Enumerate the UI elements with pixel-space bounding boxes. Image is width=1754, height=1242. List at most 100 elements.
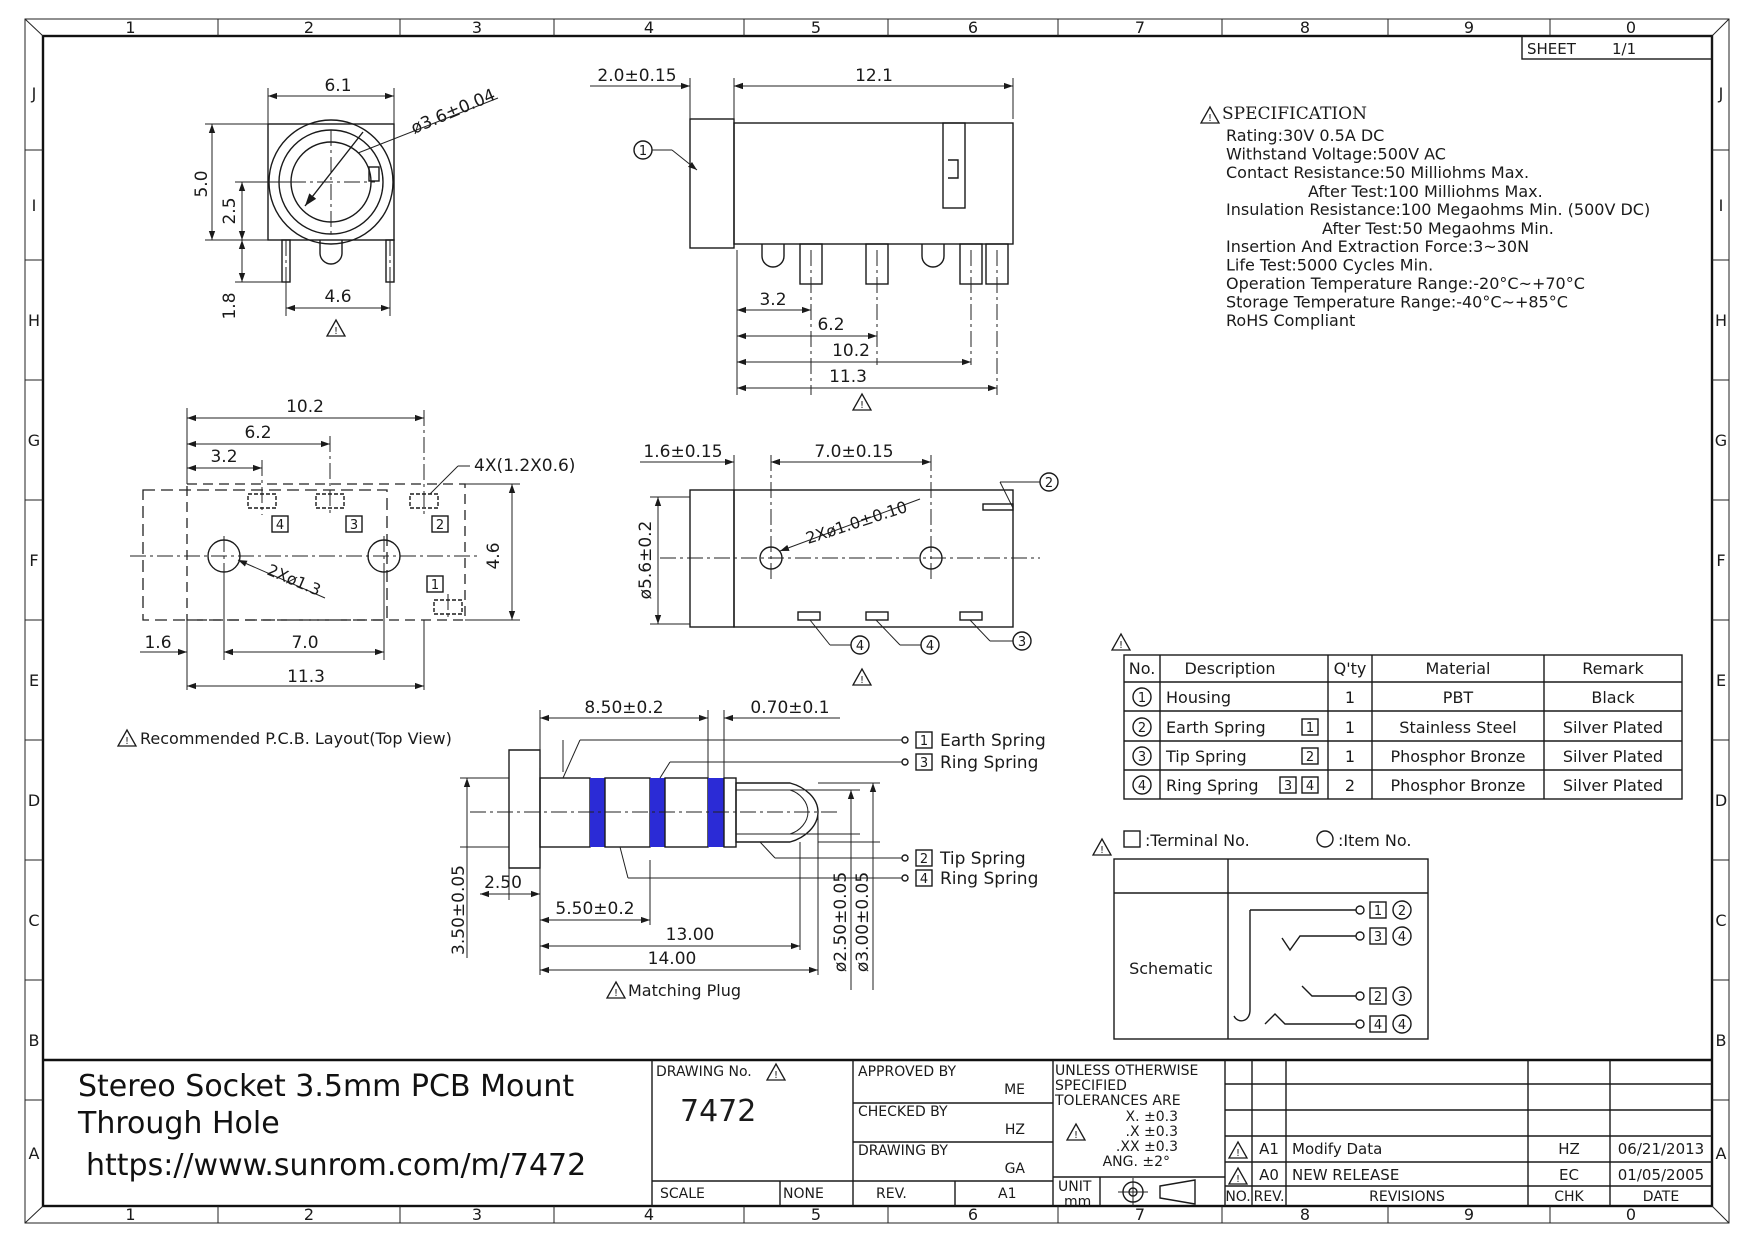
svg-text:3: 3 (920, 756, 928, 771)
pcb-hole-spec: 2Xø1.3 (264, 560, 323, 600)
svg-text:2: 2 (1045, 476, 1053, 491)
column-label: 7 (1135, 18, 1145, 37)
svg-text:3: 3 (1138, 750, 1146, 765)
plug-caption: Matching Plug (628, 981, 741, 1000)
revision-triangle-icon (1200, 106, 1220, 125)
front-view: ø3.6±0.04 6.1 5.0 2.5 1.8 4.6 (192, 76, 498, 338)
row-label: H (28, 311, 40, 330)
tol-line-1: UNLESS OTHERWISE (1055, 1063, 1198, 1079)
plug-dim-9: ø3.00±0.05 (853, 872, 873, 972)
svg-text:3: 3 (1374, 930, 1382, 945)
pcb-dim-top-2: 6.2 (244, 423, 271, 443)
svg-text:4: 4 (276, 518, 284, 533)
pcb-terminal-1: 1 (426, 575, 444, 593)
bottom-item-3: 3 (1012, 631, 1032, 651)
svg-text:4: 4 (1398, 1018, 1406, 1033)
bottom-hole-spec: 2Xø1.0±0.10 (803, 497, 909, 548)
svg-text:2: 2 (436, 518, 444, 533)
svg-text:1: 1 (920, 734, 928, 749)
row-label: D (28, 791, 40, 810)
revision-rev: A1 (1259, 1140, 1279, 1158)
bom-remark: Silver Plated (1563, 747, 1663, 766)
bom-description: Earth Spring (1166, 718, 1266, 737)
revision-header: REV. (1254, 1189, 1285, 1205)
spec-line: After Test:100 Milliohms Max. (1308, 182, 1543, 201)
revision-triangle-icon (606, 981, 626, 1000)
terminal-square-icon (1123, 830, 1141, 848)
plug-spring-terminal-4: 4 (915, 869, 933, 887)
tol-value-1: X. ±0.3 (1126, 1109, 1179, 1125)
bom-header: Material (1426, 659, 1491, 678)
spec-line: RoHS Compliant (1226, 311, 1355, 330)
bom-header: Description (1184, 659, 1275, 678)
bom-remark: Silver Plated (1563, 718, 1663, 737)
revision-triangle-icon (1111, 633, 1131, 652)
revision-header: REVISIONS (1369, 1189, 1445, 1205)
svg-text:2: 2 (1374, 990, 1382, 1005)
item-circle-icon (1316, 830, 1334, 848)
side-body-length: 12.1 (855, 66, 893, 86)
pcb-dim-bottom-3: 11.3 (287, 667, 325, 687)
legend-item: :Item No. (1338, 831, 1411, 850)
revision-triangle-icon (326, 319, 346, 338)
unit-value: mm (1064, 1194, 1091, 1210)
revision-triangle-icon (852, 668, 872, 687)
column-label: 8 (1300, 1205, 1310, 1224)
column-label: 4 (644, 18, 654, 37)
bom-terminal-no: 1 (1301, 718, 1319, 736)
front-diameter: ø3.6±0.04 (408, 85, 498, 138)
svg-text:4: 4 (920, 872, 928, 887)
spec-title: SPECIFICATION (1222, 104, 1367, 124)
plug-spring-name: Ring Spring (940, 869, 1038, 889)
column-label: 3 (472, 18, 482, 37)
front-center-height: 2.5 (220, 197, 240, 224)
projection-symbol-icon (1118, 1178, 1196, 1206)
row-label: I (1719, 196, 1724, 215)
bottom-item-2: 2 (1039, 472, 1059, 492)
column-label: 0 (1626, 18, 1636, 37)
bom-qty: 1 (1345, 718, 1355, 737)
svg-text:4: 4 (926, 639, 934, 654)
svg-text:3: 3 (1284, 779, 1292, 794)
drawing-by-value: GA (1005, 1161, 1026, 1177)
bom-terminal-no: 4 (1301, 776, 1319, 794)
bom-header: Remark (1582, 659, 1644, 678)
rev-label: REV. (876, 1186, 907, 1202)
bottom-diameter: ø5.6±0.2 (636, 521, 656, 600)
pcb-terminal-2: 2 (431, 515, 449, 533)
approved-value: ME (1004, 1082, 1025, 1098)
checked-label: CHECKED BY (858, 1104, 948, 1120)
svg-text:3: 3 (1018, 635, 1026, 650)
row-label: C (28, 911, 39, 930)
row-label: G (28, 431, 40, 450)
side-pin-dim-2: 6.2 (817, 315, 844, 335)
revision-triangle-icon (766, 1063, 786, 1082)
revision-triangle-icon (1092, 838, 1112, 857)
row-label: J (31, 84, 37, 103)
spec-line: Insulation Resistance:100 Megaohms Min. … (1226, 200, 1650, 219)
revision-triangle-icon (1228, 1141, 1248, 1160)
checked-value: HZ (1005, 1122, 1025, 1138)
scale-label: SCALE (660, 1186, 705, 1202)
bom-item-no: 4 (1132, 775, 1152, 795)
tol-value-3: .XX ±0.3 (1116, 1139, 1178, 1155)
revision-triangle-icon (852, 393, 872, 412)
revision-triangle-icon (1066, 1123, 1086, 1142)
plug-spring-terminal-3: 3 (915, 753, 933, 771)
svg-text:1: 1 (1374, 904, 1382, 919)
bom-qty: 1 (1345, 747, 1355, 766)
plug-spring-name: Earth Spring (940, 731, 1046, 751)
row-label: C (1715, 911, 1726, 930)
svg-text:1: 1 (1138, 691, 1146, 706)
svg-text:4: 4 (1138, 779, 1146, 794)
bottom-item-4: 4 (850, 635, 870, 655)
svg-text:4: 4 (1374, 1018, 1382, 1033)
unit-label: UNIT (1058, 1179, 1092, 1195)
front-pin-spacing: 4.6 (324, 287, 351, 307)
bom-terminal-no: 3 (1279, 776, 1297, 794)
